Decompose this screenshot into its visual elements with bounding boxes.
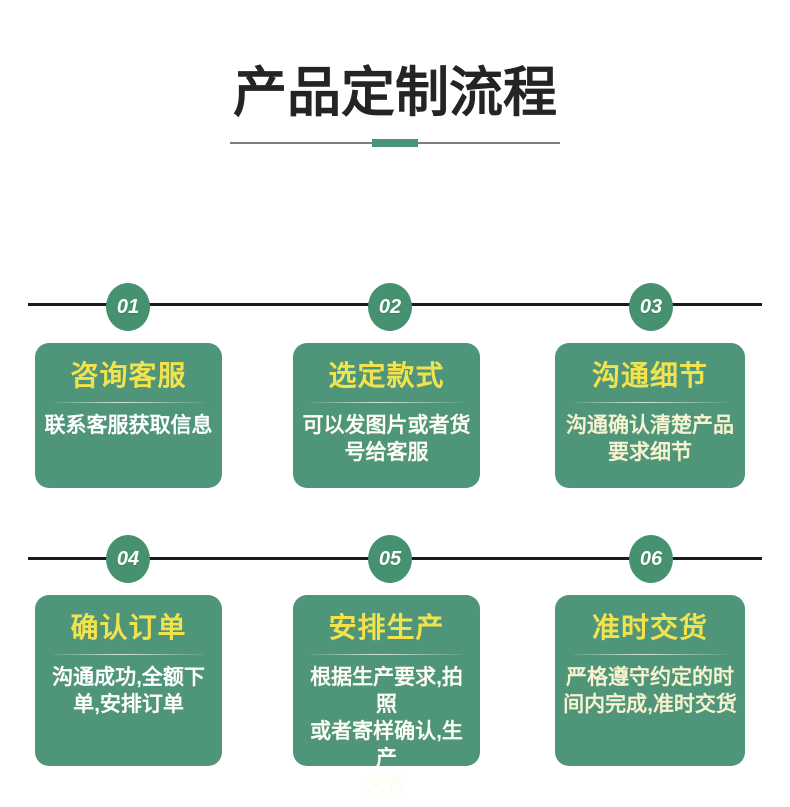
step-number-badge-01: 01 bbox=[106, 283, 150, 331]
step-number-badge-02: 02 bbox=[368, 283, 412, 331]
step-card-select-style: 选定款式 可以发图片或者货 号给客服 bbox=[293, 343, 480, 488]
step-card-consult-service: 咨询客服 联系客服获取信息 bbox=[35, 343, 222, 488]
step-title: 准时交货 bbox=[591, 612, 708, 643]
step-description: 联系客服获取信息 bbox=[44, 414, 213, 437]
step-card-on-time-delivery: 准时交货 严格遵守约定的时 间内完成,准时交货 bbox=[555, 595, 745, 766]
step-number-badge-06: 06 bbox=[629, 535, 673, 583]
step-card-communicate-details: 沟通细节 沟通确认清楚产品 要求细节 bbox=[555, 343, 745, 488]
step-title: 确认订单 bbox=[70, 612, 187, 643]
step-description: 沟通确认清楚产品 要求细节 bbox=[566, 414, 734, 464]
step-title: 选定款式 bbox=[328, 360, 445, 391]
separator-line bbox=[573, 654, 727, 655]
step-card-confirm-order: 确认订单 沟通成功,全额下 单,安排订单 bbox=[35, 595, 222, 766]
step-title: 安排生产 bbox=[328, 612, 445, 643]
step-title: 咨询客服 bbox=[70, 360, 187, 391]
title-underline-accent bbox=[372, 139, 418, 147]
step-description: 根据生产要求,拍照 或者寄样确认,生产 大货 bbox=[310, 666, 463, 797]
step-number-badge-03: 03 bbox=[629, 283, 673, 331]
separator-line bbox=[573, 402, 727, 403]
step-description: 沟通成功,全额下 单,安排订单 bbox=[52, 666, 205, 716]
step-number-badge-04: 04 bbox=[106, 535, 150, 583]
separator-line bbox=[53, 402, 204, 403]
title-underline bbox=[230, 139, 560, 147]
step-description: 严格遵守约定的时 间内完成,准时交货 bbox=[563, 666, 737, 716]
page-title: 产品定制流程 bbox=[233, 63, 557, 123]
step-number-badge-05: 05 bbox=[368, 535, 412, 583]
step-description: 可以发图片或者货 号给客服 bbox=[302, 414, 471, 464]
step-card-arrange-production: 安排生产 根据生产要求,拍照 或者寄样确认,生产 大货 bbox=[293, 595, 480, 797]
separator-line bbox=[311, 654, 462, 655]
step-title: 沟通细节 bbox=[591, 360, 708, 391]
separator-line bbox=[311, 402, 462, 403]
separator-line bbox=[53, 654, 204, 655]
